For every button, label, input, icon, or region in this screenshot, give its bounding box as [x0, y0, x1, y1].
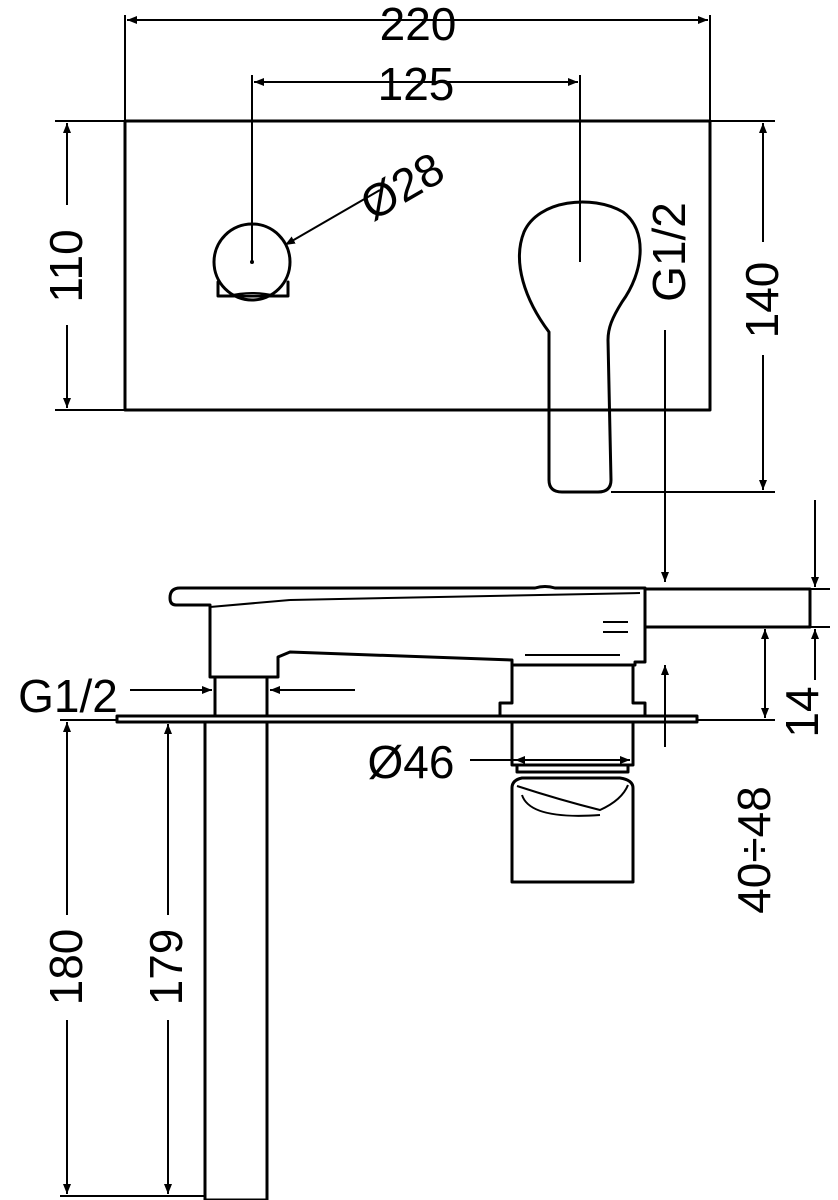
thread-connector	[213, 675, 269, 718]
dim-plate-height: 110	[40, 120, 125, 411]
dim-label-220: 220	[380, 0, 457, 50]
dim-plate-width: 220	[124, 0, 711, 121]
in-wall-sleeve	[510, 776, 635, 884]
spout	[203, 720, 269, 1200]
dim-thread-side: G1/2	[18, 670, 355, 722]
dim-label-g12-horizontal: G1/2	[18, 670, 118, 722]
dim-label-180: 180	[40, 929, 92, 1006]
dim-spout-total: 180	[40, 719, 205, 1197]
dim-spout: 179	[140, 724, 192, 1194]
dim-label-28: Ø28	[351, 142, 452, 231]
dim-center-distance: 125	[251, 58, 581, 262]
dim-label-110: 110	[40, 229, 92, 302]
dim-handle-thickness: 14	[776, 500, 830, 738]
dim-label-40-48: 40÷48	[728, 786, 780, 914]
lever-handle-front	[517, 200, 642, 494]
cartridge-body	[498, 663, 647, 718]
dim-label-46: Ø46	[368, 736, 455, 788]
dim-thread-front: G1/2	[643, 202, 695, 747]
dim-label-179: 179	[140, 929, 192, 1006]
dim-wall-depth: 40÷48	[697, 629, 780, 914]
dim-label-g12-vertical: G1/2	[643, 202, 695, 302]
dim-label-125: 125	[378, 58, 455, 110]
cover-plate	[123, 119, 712, 412]
dim-outlet-diameter: Ø28	[284, 142, 453, 246]
side-handle	[643, 587, 812, 629]
dim-label-140: 140	[736, 262, 788, 339]
dim-label-14: 14	[776, 686, 828, 737]
side-view	[115, 585, 812, 1200]
in-wall-body	[510, 720, 635, 767]
mixer-body	[168, 585, 647, 679]
dim-body-diameter: Ø46	[368, 736, 630, 788]
dim-overall-height: 140	[611, 120, 788, 493]
